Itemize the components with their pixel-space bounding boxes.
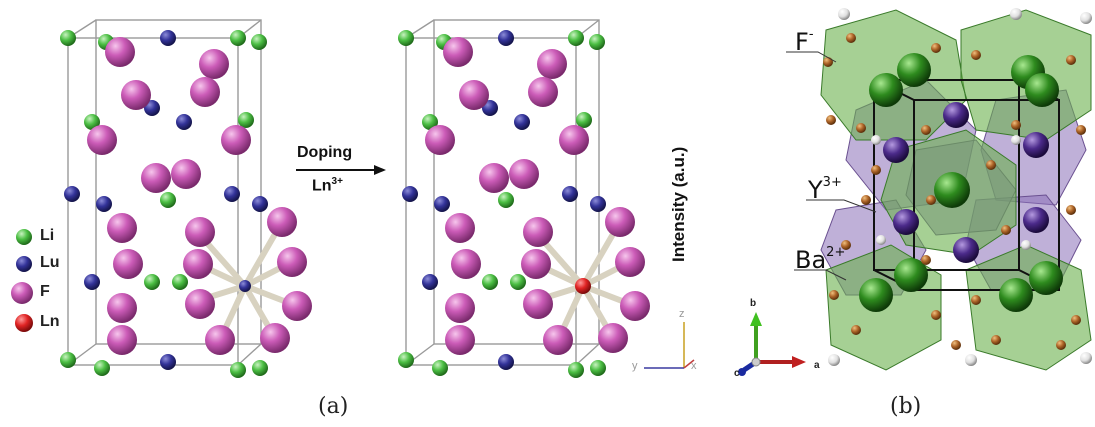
white-atoms <box>828 8 1092 366</box>
axis-triad-b <box>738 312 806 376</box>
label-leaders <box>786 51 877 281</box>
caption-b: (b) <box>890 394 922 419</box>
legend-label-li: Li <box>40 227 55 244</box>
label-y-ion: Y3+ <box>808 175 842 204</box>
axis-label-c: c <box>734 368 740 379</box>
intensity-axis-label: Intensity (a.u.) <box>669 146 688 262</box>
right-atoms <box>398 30 650 378</box>
arrow-label-ln: Ln3+ <box>312 176 343 195</box>
axis-label-x: x <box>691 360 697 372</box>
axis-label-y: y <box>632 360 638 372</box>
orientation-axes-a <box>644 322 695 369</box>
legend-markers <box>11 229 33 332</box>
axis-label-a: a <box>814 360 820 371</box>
axis-label-z: z <box>679 308 685 320</box>
panel-a-crystal-structure <box>11 19 695 378</box>
legend-label-lu: Lu <box>40 254 60 271</box>
f-atoms <box>823 33 1086 350</box>
panel-b-crystal-structure <box>738 8 1092 376</box>
left-atoms <box>60 30 312 378</box>
legend-label-f: F <box>40 283 50 300</box>
dopant-ln-atom <box>575 278 591 294</box>
label-ba-ion: Ba2+ <box>795 245 846 274</box>
arrow-label-doping: Doping <box>297 144 353 161</box>
label-f-ion: F- <box>795 27 814 56</box>
left-unit-cell <box>67 19 262 366</box>
caption-a: (a) <box>318 394 349 419</box>
doping-arrow-head <box>374 165 386 175</box>
ba-atoms <box>859 53 1063 312</box>
legend-label-ln: Ln <box>40 313 60 330</box>
axis-label-b: b <box>750 298 757 309</box>
y-atoms <box>883 102 1049 263</box>
